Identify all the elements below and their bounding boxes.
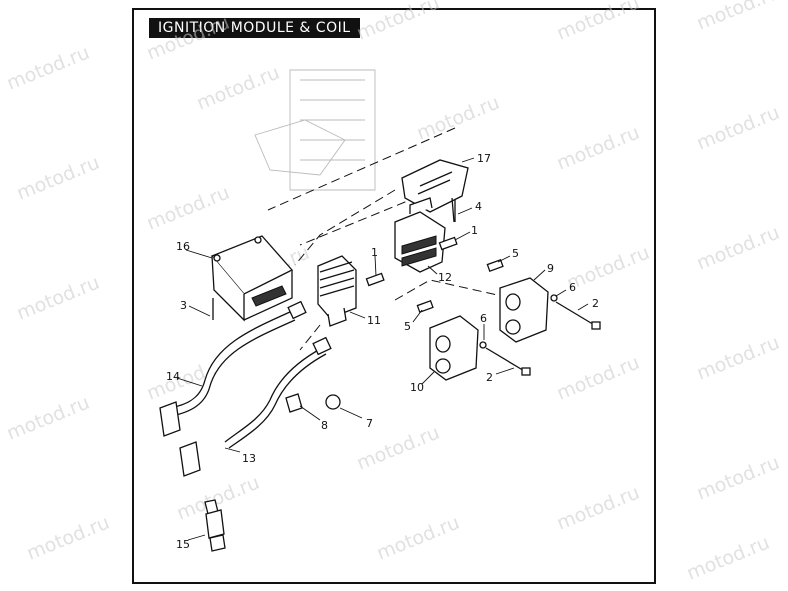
watermark-text: motod.ru <box>554 352 643 405</box>
spark-plug-part <box>204 499 226 552</box>
watermark-text: motod.ru <box>694 452 783 505</box>
callout-label: 2 <box>592 297 599 310</box>
watermark-text: motod.ru <box>684 532 773 585</box>
watermark-text: motod.ru <box>554 482 643 535</box>
callout-label: 1 <box>471 224 478 237</box>
callout-label: 13 <box>242 452 256 465</box>
callout-label: 6 <box>480 312 487 325</box>
callout-label: 14 <box>166 370 180 383</box>
watermark-layer: motod.ru motod.ru motod.ru motod.ru moto… <box>4 0 783 585</box>
callout-label: 10 <box>410 381 424 394</box>
callout-label: 9 <box>547 262 554 275</box>
watermark-text: motod.ru <box>564 242 653 295</box>
callout-label: 4 <box>475 200 482 213</box>
watermark-text: motod.ru <box>24 512 113 565</box>
callout-label: 2 <box>486 371 493 384</box>
callout-label: 8 <box>321 419 328 432</box>
watermark-text: motod.ru <box>4 392 93 445</box>
watermark-text: motod.ru <box>14 272 103 325</box>
callout-label: 6 <box>569 281 576 294</box>
callout-label: 5 <box>512 247 519 260</box>
watermark-text: motod.ru <box>4 42 93 95</box>
watermark-text: motod.ru <box>14 152 103 205</box>
callout-label: 12 <box>438 271 452 284</box>
diagram-title: IGNITION MODULE & COIL <box>149 18 360 38</box>
wire-clip-parts <box>285 393 341 413</box>
ignition-coil-lower-part <box>317 255 357 327</box>
ignition-coil-upper-part <box>394 197 446 273</box>
callout-label: 3 <box>180 299 187 312</box>
diagram-frame <box>132 8 656 584</box>
callout-label: 15 <box>176 538 190 551</box>
coil-cover-lower-part <box>429 315 479 381</box>
mounting-bracket-part <box>401 159 469 223</box>
watermark-text: motod.ru <box>354 0 443 45</box>
callout-label: 7 <box>366 417 373 430</box>
leader-lines <box>176 157 589 541</box>
callout-label: 1 <box>371 246 378 259</box>
hardware-parts <box>212 200 601 376</box>
watermark-text: motod.ru <box>694 102 783 155</box>
callout-label: 5 <box>404 320 411 333</box>
watermark-text: motod.ru <box>554 0 643 45</box>
callout-label: 17 <box>477 152 491 165</box>
watermark-text: motod.ru <box>414 92 503 145</box>
watermark-text: motod.ru <box>374 512 463 565</box>
coil-cover-upper-part <box>499 277 549 343</box>
callout-label: 16 <box>176 240 190 253</box>
watermark-text: motod.ru <box>144 182 233 235</box>
watermark-text: motod.ru <box>694 0 783 35</box>
ignition-module-part <box>210 235 294 322</box>
watermark-text: motod.ru <box>554 122 643 175</box>
watermark-text: motod.ru <box>194 62 283 115</box>
watermark-text: motod.ru <box>694 332 783 385</box>
callout-label: 11 <box>367 314 381 327</box>
callout-labels: 17 4 16 1 1 5 12 9 6 2 3 11 5 6 10 2 14 … <box>166 152 599 551</box>
watermark-text: motod.ru <box>144 12 233 65</box>
chassis-ghost <box>254 69 376 191</box>
spark-plug-wires-part <box>159 300 332 477</box>
watermark-text: motod.ru <box>694 222 783 275</box>
